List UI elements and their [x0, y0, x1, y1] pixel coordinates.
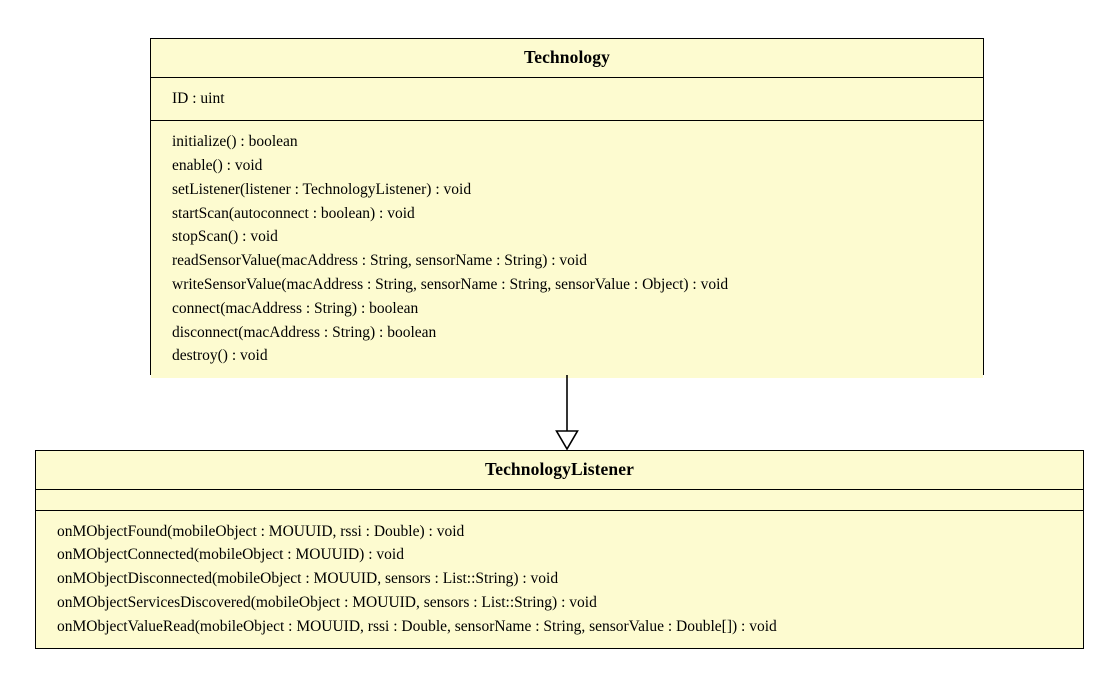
attribute-row: ID : uint	[172, 89, 225, 107]
attributes-compartment-technology: ID : uint	[151, 76, 983, 121]
operation-row: startScan(autoconnect : boolean) : void	[172, 204, 415, 222]
operation-row: enable() : void	[172, 157, 263, 175]
operation-row: setListener(listener : TechnologyListene…	[172, 180, 472, 198]
operations-compartment-technology: initialize() : boolean enable() : void s…	[151, 120, 983, 379]
operation-row: disconnect(macAddress : String) : boolea…	[172, 323, 437, 341]
operation-row: stopScan() : void	[172, 228, 278, 246]
operation-row: onMObjectValueRead(mobileObject : MOUUID…	[57, 617, 777, 635]
operation-row: destroy() : void	[172, 347, 268, 365]
operation-row: onMObjectFound(mobileObject : MOUUID, rs…	[57, 522, 465, 540]
operation-row: onMObjectDisconnected(mobileObject : MOU…	[57, 570, 559, 588]
operations-compartment-technologylistener: onMObjectFound(mobileObject : MOUUID, rs…	[36, 509, 1083, 649]
operation-row: onMObjectConnected(mobileObject : MOUUID…	[57, 546, 404, 564]
uml-class-technology[interactable]: Technology ID : uint initialize() : bool…	[150, 38, 984, 379]
class-name-technology: Technology	[151, 39, 983, 77]
attributes-compartment-technologylistener	[36, 488, 1083, 510]
hollow-triangle-arrowhead-icon	[555, 430, 579, 451]
operation-row: connect(macAddress : String) : boolean	[172, 299, 419, 317]
operation-row: readSensorValue(macAddress : String, sen…	[172, 252, 587, 270]
class-name-technologylistener: TechnologyListener	[36, 451, 1083, 489]
operation-row: writeSensorValue(macAddress : String, se…	[172, 276, 729, 294]
operation-row: onMObjectServicesDiscovered(mobileObject…	[57, 593, 597, 611]
uml-class-technologylistener[interactable]: TechnologyListener onMObjectFound(mobile…	[35, 450, 1084, 649]
operation-row: initialize() : boolean	[172, 133, 298, 151]
